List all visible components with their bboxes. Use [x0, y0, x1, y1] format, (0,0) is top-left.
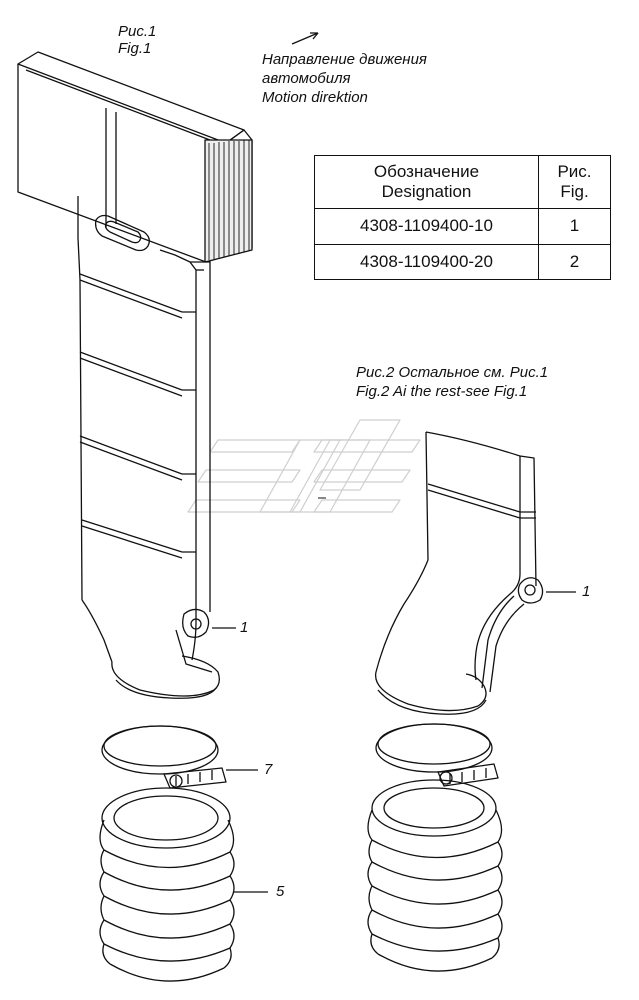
direction-text-ru-2: автомобиля: [262, 70, 351, 87]
table-row: 4308-1109400-10 1: [314, 208, 611, 245]
fig2-label-ru: Рис.2 Остальное см. Рис.1: [356, 364, 549, 381]
cell-designation: 4308-1109400-10: [314, 208, 539, 245]
fig1-label-en: Fig.1: [118, 40, 152, 57]
header-fig: Рис. Fig.: [538, 155, 611, 209]
fig2-label-en: Fig.2 Ai the rest-see Fig.1: [356, 383, 528, 400]
fig1-hose-clamp: [101, 725, 227, 789]
header-fig-en: Fig.: [560, 182, 589, 201]
header-designation: Обозначение Designation: [314, 155, 539, 209]
fig2-hose-clamp: [375, 723, 499, 787]
callout-fig1-part1: 1: [240, 619, 249, 636]
cell-designation: 4308-1109400-20: [314, 243, 539, 280]
cell-fig: 1: [538, 208, 611, 245]
header-fig-ru: Рис.: [557, 162, 592, 181]
callout-fig1-part7: 7: [264, 761, 273, 778]
fig1-label-ru: Рис.1: [118, 23, 157, 40]
header-designation-ru: Обозначение: [373, 162, 480, 181]
cell-fig: 2: [538, 243, 611, 280]
table-header-row: Обозначение Designation Рис. Fig.: [314, 155, 611, 209]
fig1-corrugated-hose: [99, 787, 235, 982]
fig2-air-intake-pipe: [374, 431, 544, 715]
fig1-air-intake-pipe: [17, 51, 253, 699]
watermark-logo: [187, 419, 421, 513]
callout-fig1-part5: 5: [276, 883, 285, 900]
header-designation-en: Designation: [381, 182, 472, 201]
table-row: 4308-1109400-20 2: [314, 243, 611, 280]
fig2-corrugated-hose: [367, 779, 503, 972]
designation-table: Обозначение Designation Рис. Fig. 4308-1…: [314, 155, 611, 280]
direction-arrow: [291, 32, 319, 45]
direction-text-ru-1: Направление движения: [262, 51, 427, 68]
direction-text-en: Motion direktion: [262, 89, 368, 106]
callout-fig2-part1: 1: [582, 583, 591, 600]
